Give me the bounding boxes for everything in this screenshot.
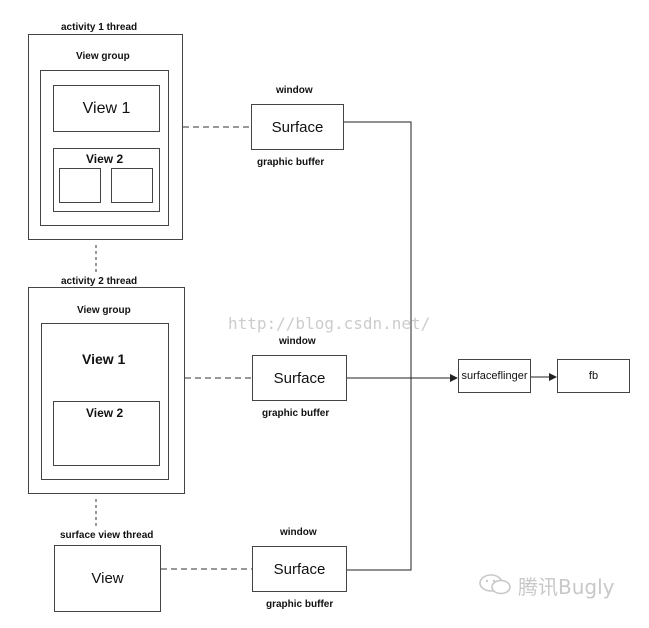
arrow-to-fb <box>549 373 557 381</box>
wechat-icon <box>478 572 514 596</box>
surfaceflinger-box: surfaceflinger <box>458 359 531 393</box>
surface1: Surface <box>251 104 344 150</box>
wire-surface-1 <box>344 121 412 378</box>
graphic-buffer-2: graphic buffer <box>262 408 330 419</box>
activity2-view2-box <box>53 401 160 466</box>
arrow-to-surfaceflinger <box>450 374 458 382</box>
activity1-view2-label: View 2 <box>86 152 124 166</box>
activity1-view1: View 1 <box>53 85 160 132</box>
graphic-buffer-1: graphic buffer <box>257 157 325 168</box>
surfaceview-title: surface view thread <box>60 530 154 541</box>
surface3: Surface <box>252 546 347 592</box>
activity1-subview-right <box>111 168 153 203</box>
watermark-url: http://blog.csdn.net/ <box>228 314 431 333</box>
surfaceview-view: View <box>54 545 161 612</box>
activity1-viewgroup-label: View group <box>76 51 130 62</box>
fb-box: fb <box>557 359 630 393</box>
surface2: Surface <box>252 355 347 401</box>
activity1-title: activity 1 thread <box>61 22 138 33</box>
activity2-view2-label: View 2 <box>86 406 124 420</box>
activity2-title: activity 2 thread <box>61 276 138 287</box>
window1-label: window <box>276 85 313 96</box>
wire-surface-3 <box>347 378 412 571</box>
activity2-viewgroup-label: View group <box>77 305 131 316</box>
window2-label: window <box>279 336 316 347</box>
activity2-view1-label: View 1 <box>82 351 126 367</box>
graphic-buffer-3: graphic buffer <box>266 599 334 610</box>
activity1-subview-left <box>59 168 101 203</box>
window3-label: window <box>280 527 317 538</box>
brand-watermark: 腾讯Bugly <box>518 575 615 599</box>
